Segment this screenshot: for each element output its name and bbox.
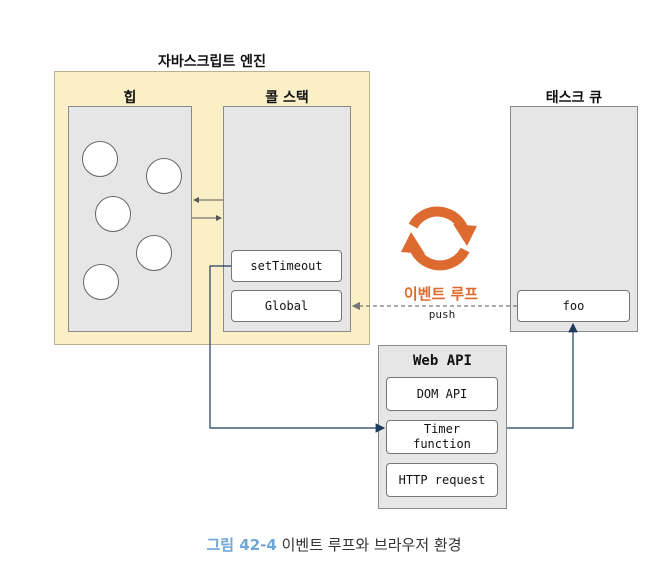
figure-caption: 그림 42-4 이벤트 루프와 브라우저 환경 [0, 534, 668, 555]
arrow-settimeout-to-timer [209, 265, 386, 433]
heap-object [82, 141, 118, 177]
arrow-timer-to-taskqueue [507, 322, 578, 429]
task-queue-item-foo: foo [517, 290, 630, 322]
web-api-item-http: HTTP request [386, 463, 498, 497]
web-api-item-dom: DOM API [386, 377, 498, 411]
callstack-item-settimeout: setTimeout [231, 250, 342, 282]
heap [68, 106, 192, 332]
callstack-item-global: Global [231, 290, 342, 322]
task-queue-title: 태스크 큐 [545, 90, 603, 106]
event-loop-icon [393, 196, 485, 281]
heap-object [83, 264, 119, 300]
callstack-title: 콜 스택 [265, 90, 309, 106]
heap-object [95, 196, 131, 232]
heap-object [146, 158, 182, 194]
push-label: push [428, 308, 456, 321]
heap-title: 힙 [123, 90, 137, 106]
figure-caption-text: 이벤트 루프와 브라우저 환경 [276, 536, 462, 554]
heap-object [136, 235, 172, 271]
web-api-item-timer: Timer function [386, 420, 498, 454]
web-api-title: Web API [412, 353, 472, 369]
figure-label: 그림 42-4 [206, 536, 277, 554]
engine-title: 자바스크립트 엔진 [158, 54, 266, 70]
event-loop-label: 이벤트 루프 [403, 285, 479, 303]
